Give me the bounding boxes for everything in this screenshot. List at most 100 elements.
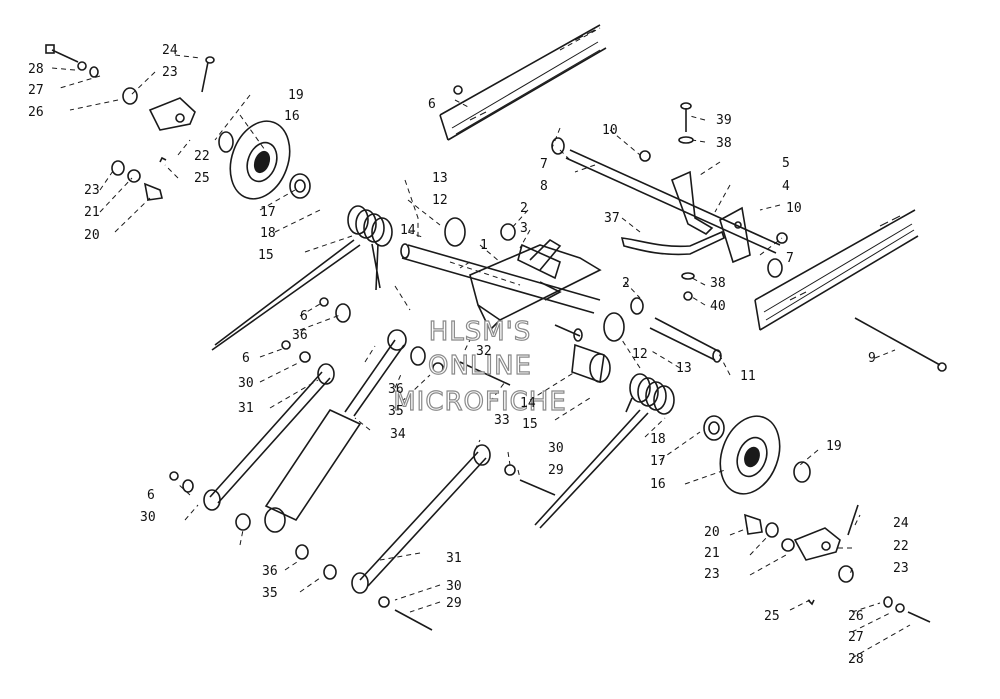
callout-23: 23 [84, 183, 100, 198]
callout-20: 20 [84, 228, 100, 243]
callout-31: 31 [238, 401, 254, 416]
callout-7: 7 [540, 157, 548, 172]
callout-18: 18 [260, 226, 276, 241]
callout-6: 6 [242, 351, 250, 366]
callout-12: 12 [632, 347, 648, 362]
callout-25: 25 [194, 171, 210, 186]
callout-10: 10 [602, 123, 618, 138]
callout-16: 16 [284, 109, 300, 124]
left-bolt-28 [45, 44, 79, 63]
callout-10: 10 [786, 201, 802, 216]
callout-4: 4 [782, 179, 790, 194]
right-axle-bracket-22 [793, 527, 841, 561]
end-bushings-7-10 [453, 85, 788, 278]
stop-bracket-5 [670, 170, 714, 235]
callout-20: 20 [704, 525, 720, 540]
right-washers [744, 513, 931, 623]
callout-26: 26 [848, 609, 864, 624]
left-bearing-17 [289, 173, 311, 199]
leader-lines [51, 54, 911, 659]
callout-7: 7 [786, 251, 794, 266]
watermark-line-2: ONLINE [428, 351, 532, 381]
watermark: HLSM'S ONLINE MICROFICHE [393, 316, 567, 417]
callout-23: 23 [162, 65, 178, 80]
left-axle-bracket-22 [148, 97, 196, 131]
callout-36: 36 [292, 328, 308, 343]
callout-18: 18 [650, 432, 666, 447]
left-idler-wheel-16 [229, 120, 291, 200]
callout-3: 3 [520, 221, 528, 236]
callout-17: 17 [260, 205, 276, 220]
lower-link-31-left [203, 363, 335, 511]
callout-22: 22 [893, 539, 909, 554]
callout-26: 26 [28, 105, 44, 120]
callout-24: 24 [162, 43, 178, 58]
callout-36: 36 [262, 564, 278, 579]
callout-23: 23 [704, 567, 720, 582]
stop-bracket-4 [719, 206, 751, 264]
callout-21: 21 [84, 205, 100, 220]
callout-21: 21 [704, 546, 720, 561]
callout-35: 35 [388, 404, 404, 419]
callout-38: 38 [716, 136, 732, 151]
callout-13: 13 [676, 361, 692, 376]
callout-6: 6 [428, 97, 436, 112]
callout-labels: 1 2 2 3 4 5 6 6 6 6 7 7 8 9 10 10 11 12 … [28, 43, 909, 667]
callout-29: 29 [548, 463, 564, 478]
long-bolt-9 [854, 317, 947, 372]
callout-2: 2 [520, 201, 528, 216]
callout-35: 35 [262, 586, 278, 601]
callout-13: 13 [432, 171, 448, 186]
left-bearing-19 [218, 131, 234, 153]
lower-link-31-right [351, 444, 491, 594]
callout-8: 8 [540, 179, 548, 194]
strap-37 [620, 230, 725, 256]
shaft-11 [649, 317, 722, 363]
right-slide-rail [754, 209, 919, 331]
callout-28: 28 [848, 652, 864, 667]
shock-absorber-34 [264, 329, 407, 533]
callout-14: 14 [520, 396, 536, 411]
right-idler-wheel-16 [719, 415, 781, 495]
callout-30: 30 [140, 510, 156, 525]
callout-22: 22 [194, 149, 210, 164]
rear-cross-shaft-8 [565, 149, 781, 254]
right-axle-bolt-24 [847, 504, 859, 536]
callout-24: 24 [893, 516, 909, 531]
callout-29: 29 [446, 596, 462, 611]
callout-2: 2 [622, 276, 630, 291]
right-bearing-19 [793, 461, 811, 483]
callout-23: 23 [893, 561, 909, 576]
left-torsion-spring-15 [347, 205, 393, 291]
callout-40: 40 [710, 299, 726, 314]
callout-14: 14 [400, 223, 416, 238]
callout-37: 37 [604, 211, 620, 226]
callout-27: 27 [848, 630, 864, 645]
callout-27: 27 [28, 83, 44, 98]
callout-5: 5 [782, 156, 790, 171]
lower-hardware [169, 297, 556, 631]
left-slide-rail [439, 24, 607, 141]
callout-36: 36 [388, 382, 404, 397]
callout-9: 9 [868, 351, 876, 366]
adjuster-bolts-32-33 [459, 324, 583, 386]
left-washers [77, 61, 167, 201]
callout-34: 34 [390, 427, 406, 442]
callout-38: 38 [710, 276, 726, 291]
callout-33: 33 [494, 413, 510, 428]
callout-30: 30 [548, 441, 564, 456]
left-axle-bolt-24 [201, 56, 215, 93]
callout-15: 15 [258, 248, 274, 263]
callout-16: 16 [650, 477, 666, 492]
callout-25: 25 [764, 609, 780, 624]
callout-11: 11 [740, 369, 756, 384]
callout-6: 6 [300, 309, 308, 324]
upper-rear-axle [400, 243, 601, 314]
callout-17: 17 [650, 454, 666, 469]
callout-30: 30 [238, 376, 254, 391]
callout-28: 28 [28, 62, 44, 77]
callout-6: 6 [147, 488, 155, 503]
watermark-line-1: HLSM'S [429, 317, 532, 347]
right-torsion-spring-15 [625, 373, 675, 415]
